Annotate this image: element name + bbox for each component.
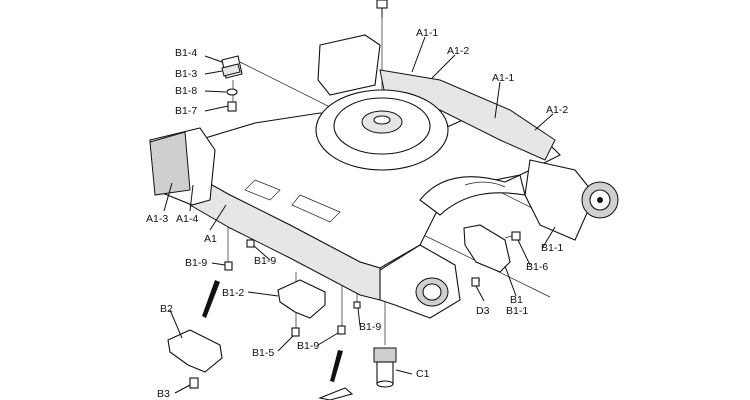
bolt-b1-7: [227, 101, 237, 112]
frame-window-2: [291, 194, 341, 223]
cover-plate-b1: [463, 224, 511, 273]
label-d3: D3: [476, 305, 490, 317]
label-c1: C1: [416, 368, 430, 380]
shoe-b2: [167, 329, 223, 373]
frame-side-rail-right: [317, 34, 381, 96]
label-b1-4: B1-4: [175, 47, 197, 59]
arch-rib: [464, 181, 506, 188]
frame-window-1: [244, 179, 281, 201]
label-a1-2-right: A1-2: [546, 104, 568, 116]
shim-b1-3: [221, 63, 241, 77]
frame-end-plate-left: [149, 131, 191, 196]
label-a1-1-top: A1-1: [416, 27, 438, 39]
track-frame: [149, 34, 596, 319]
swivel-joint-c1: [373, 347, 397, 388]
bracket-hardware-stack: [221, 55, 243, 112]
label-a1-1-mid: A1-1: [492, 72, 514, 84]
label-b1-6: B1-6: [526, 261, 548, 273]
boss-inner-bore: [422, 283, 442, 301]
label-a1: A1: [204, 233, 217, 245]
label-b1-5: B1-5: [252, 347, 274, 359]
label-b1-1-bottom: B1-1: [506, 305, 528, 317]
pointer-arrow-left: [202, 280, 220, 318]
label-b1-1-right: B1-1: [541, 242, 563, 254]
partial-part-bottom: [318, 387, 354, 400]
label-b1-2: B1-2: [222, 287, 244, 299]
swing-bearing-ring: [315, 89, 449, 171]
pointer-arrow-mid: [330, 350, 343, 382]
label-b1-9-left: B1-9: [185, 257, 207, 269]
label-a1-4: A1-4: [176, 213, 198, 225]
label-b1-8: B1-8: [175, 85, 197, 97]
drive-sprocket: [581, 181, 619, 219]
label-b1-7: B1-7: [175, 105, 197, 117]
label-b1: B1: [510, 294, 523, 306]
label-b1-3: B1-3: [175, 68, 197, 80]
label-b2: B2: [160, 303, 173, 315]
label-b1-9-mid: B1-9: [254, 255, 276, 267]
washer-b1-8: [226, 88, 238, 96]
frame-cross-arch: [419, 174, 526, 216]
top-bolt: [376, 0, 388, 18]
small-bolts: [189, 231, 521, 389]
callout-leaders: [163, 36, 556, 394]
shoe-b1-2: [277, 279, 326, 319]
label-b1-9-right: B1-9: [359, 321, 381, 333]
label-b3: B3: [157, 388, 170, 400]
label-b1-9-bottom: B1-9: [297, 340, 319, 352]
label-a1-3: A1-3: [146, 213, 168, 225]
label-a1-2-top: A1-2: [447, 45, 469, 57]
